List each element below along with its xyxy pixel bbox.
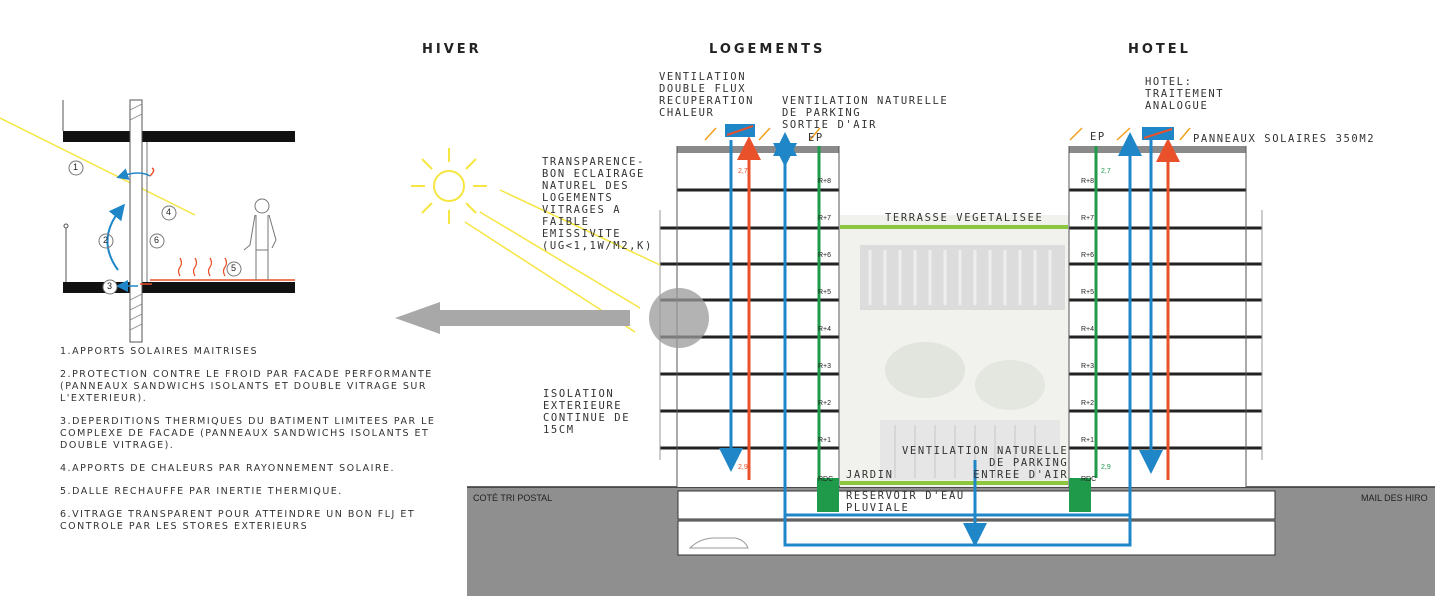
person-figure <box>243 198 277 280</box>
floor-label: R+6 <box>818 252 832 259</box>
wall-detail <box>62 99 295 343</box>
sun-rays <box>0 117 661 333</box>
floor-label: R+7 <box>818 215 832 222</box>
floor-label: R+4 <box>818 326 832 333</box>
notes-list: 1.APPORTS SOLAIRES MAITRISES 2.PROTECTIO… <box>60 346 468 544</box>
header-housing: LOGEMENTS <box>709 42 826 57</box>
detail-number-2: 2 <box>103 235 109 245</box>
floor-label: R+5 <box>1081 289 1095 296</box>
label-ventilation-parking-entry: VENTILATION NATURELLE DE PARKING ENTREE … <box>902 445 1069 481</box>
floor-height-ground-label: 2,9 <box>738 464 748 471</box>
floor-label: R+3 <box>818 363 832 370</box>
label-solar-panels: PANNEAUX SOLAIRES 350M2 <box>1193 133 1376 145</box>
label-garden: JARDIN <box>846 469 894 481</box>
hotel-wing-back <box>860 245 1065 310</box>
parking-vent-loop-outer <box>773 143 1132 547</box>
floor-label: R+2 <box>818 400 832 407</box>
detail-number-1: 1 <box>73 162 79 172</box>
label-ep-left: EP <box>808 132 824 144</box>
floor-label: R+2 <box>1081 400 1095 407</box>
note-2: 2.PROTECTION CONTRE LE FROID PAR FACADE … <box>60 369 433 404</box>
label-ventilation-parking-exit: VENTILATION NATURELLE DE PARKING SORTIE … <box>782 95 949 131</box>
label-hotel-treatment: HOTEL: TRAITEMENT ANALOGUE <box>1145 76 1225 112</box>
floor-label: R+8 <box>818 178 832 185</box>
floor-label: R+8 <box>1081 178 1095 185</box>
floor-label: R+1 <box>1081 437 1095 444</box>
detail-number-6: 6 <box>154 235 160 245</box>
floor-label: R+7 <box>1081 215 1095 222</box>
label-ep-right: EP <box>1090 131 1106 143</box>
rainwater-tank-left <box>817 478 839 512</box>
detail-number-4: 4 <box>166 207 172 217</box>
rainwater-tank-right <box>1069 478 1091 512</box>
car-outline <box>688 537 749 549</box>
floor-label: RDC <box>818 476 834 483</box>
floor-height-ground-label: 2,9 <box>1101 464 1111 471</box>
big-arrow <box>395 302 630 334</box>
label-insulation: ISOLATION EXTERIEURE CONTINUE DE 15CM <box>543 388 631 436</box>
floor-height-label: 2,7 <box>1101 168 1111 175</box>
header-hotel: HOTEL <box>1128 42 1191 57</box>
label-side-left: COTÉ TRI POSTAL <box>473 493 553 503</box>
floor-label: R+4 <box>1081 326 1095 333</box>
note-5: 5.DALLE RECHAUFFE PAR INERTIE THERMIQUE. <box>60 486 343 497</box>
floor-label: RDC <box>1081 476 1097 483</box>
header-winter: HIVER <box>422 42 482 57</box>
floor-label: R+6 <box>1081 252 1095 259</box>
label-rainwater: RESERVOIR D'EAU PLUVIALE <box>846 490 965 514</box>
floor-height-label: 2,7 <box>738 168 748 175</box>
note-6: 6.VITRAGE TRANSPARENT POUR ATTEINDRE UN … <box>60 509 416 532</box>
detail-number-3: 3 <box>107 281 113 291</box>
sun <box>411 148 487 224</box>
label-ventilation-double-flux: VENTILATION DOUBLE FLUX RECUPERATION CHA… <box>659 71 755 119</box>
floor-label: R+1 <box>818 437 832 444</box>
label-transparency: TRANSPARENCE- BON ECLAIRAGE NATUREL DES … <box>542 156 653 252</box>
facade-highlight <box>649 288 709 348</box>
note-3: 3.DEPERDITIONS THERMIQUES DU BATIMENT LI… <box>60 416 436 451</box>
detail-number-5: 5 <box>231 263 237 273</box>
hotel-building <box>1068 146 1263 487</box>
note-1: 1.APPORTS SOLAIRES MAITRISES <box>60 346 258 357</box>
note-4: 4.APPORTS DE CHALEURS PAR RAYONNEMENT SO… <box>60 463 396 474</box>
label-side-right: MAIL DES HIRO <box>1361 493 1428 503</box>
label-terrace: TERRASSE VEGETALISEE <box>885 212 1044 224</box>
floor-label: R+5 <box>818 289 832 296</box>
floor-label: R+3 <box>1081 363 1095 370</box>
